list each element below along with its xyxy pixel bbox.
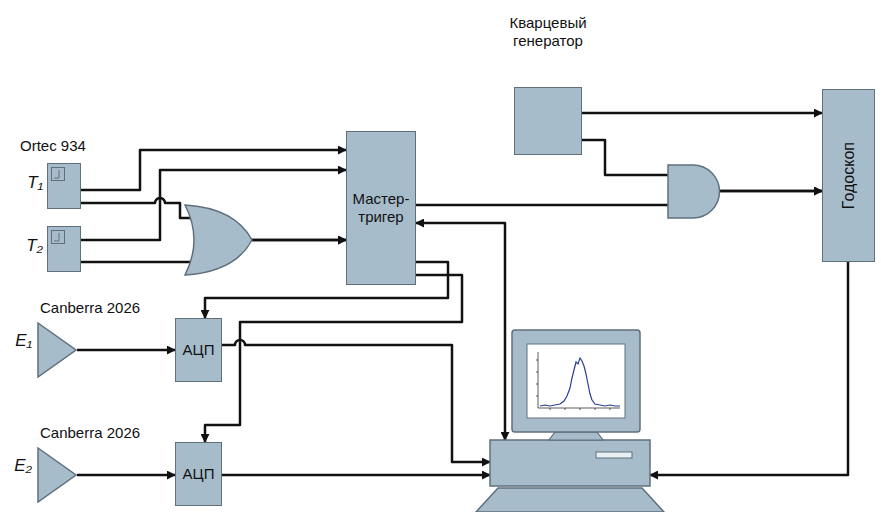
signal-line	[205, 275, 462, 442]
screen	[527, 344, 625, 418]
step-symbol	[51, 230, 66, 245]
step-symbol	[51, 167, 66, 182]
monitor-stand	[549, 432, 603, 440]
adc-box: АЦП	[175, 318, 222, 382]
step-frame	[52, 231, 65, 244]
node-label: Canberra 2026	[40, 424, 140, 442]
or-gate	[185, 205, 252, 275]
keyboard	[476, 488, 664, 512]
oscillator-box: Кварцевый генератор	[514, 87, 582, 155]
signal-line	[77, 474, 175, 477]
monitor	[512, 330, 640, 432]
spectrum-curve	[540, 358, 620, 406]
chart-axes	[536, 352, 620, 410]
amplifier-symbol: Canberra 2026E₁	[37, 322, 77, 378]
computer-illustration	[476, 330, 664, 512]
module-label: Ortec 934	[20, 137, 86, 155]
trigger-box: Мастер-тригер	[346, 131, 416, 285]
and-gate	[668, 165, 720, 218]
step-mark	[54, 233, 59, 241]
step-frame	[52, 168, 65, 181]
hodoscope-box: Годоскоп	[822, 89, 875, 262]
control-wire	[416, 223, 505, 440]
node-label: АЦП	[183, 341, 215, 359]
node-label: T₂	[26, 236, 43, 256]
node-label: Годоскоп	[839, 142, 858, 209]
node-label: Canberra 2026	[40, 299, 140, 317]
step-mark	[54, 170, 59, 178]
node-label: Мастер-тригер	[353, 190, 410, 226]
amplifier-outline	[37, 322, 77, 378]
signal-line	[416, 191, 822, 205]
adc-box: АЦП	[175, 442, 222, 506]
timing-module: T₂	[47, 226, 81, 272]
drive-slot	[596, 452, 632, 458]
computer-case	[490, 440, 650, 486]
amplifier-triangle	[38, 323, 76, 377]
signal-line	[582, 112, 822, 115]
data-wire	[222, 474, 490, 477]
amplifier-symbol: Canberra 2026E₂	[37, 447, 77, 503]
data-wire	[650, 262, 848, 475]
amplifier-triangle	[38, 448, 76, 502]
node-label: АЦП	[183, 465, 215, 483]
data-wire	[222, 340, 490, 462]
node-label: E₂	[14, 456, 32, 476]
node-label: Кварцевый генератор	[493, 14, 603, 50]
signal-line	[77, 349, 175, 352]
amplifier-outline	[37, 447, 77, 503]
timing-module: T₁	[47, 163, 81, 209]
node-label: T₁	[27, 173, 43, 193]
node-label: E₁	[15, 331, 32, 351]
